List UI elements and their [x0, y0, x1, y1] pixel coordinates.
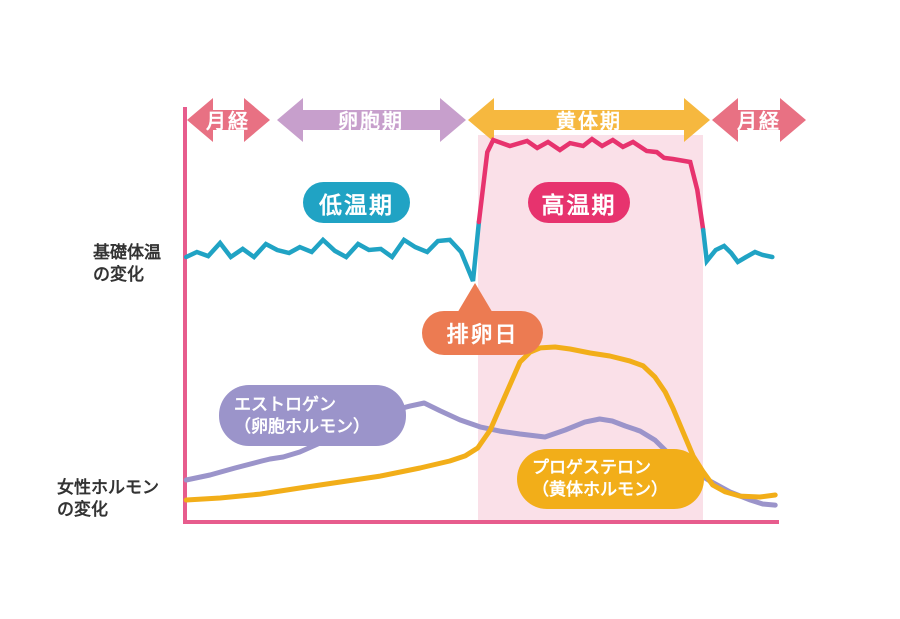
follicular-phase-arrow-label: 卵胞期	[338, 109, 404, 133]
menstruation-arrow-left-label: 月経	[205, 109, 250, 133]
menstruation-arrow-right	[712, 98, 806, 142]
luteal-phase-arrow	[468, 98, 710, 142]
temperature-axis-label: 基礎体温 の変化	[93, 243, 161, 285]
temperature-line-high-phase	[476, 136, 706, 233]
temperature-line-low-phase	[183, 219, 482, 282]
temperature-line-post-phase	[700, 227, 775, 267]
high-temp-badge: 高温期	[528, 182, 630, 223]
follicular-phase-arrow	[277, 98, 466, 142]
estrogen-legend-badge: エストロゲン （卵胞ホルモン）	[219, 385, 406, 446]
hormone-axis-label: 女性ホルモン の変化	[57, 478, 159, 520]
ovulation-callout-pointer	[456, 283, 494, 315]
menstruation-arrow-right-label: 月経	[736, 109, 781, 133]
luteal-phase-arrow-label: 黄体期	[556, 109, 622, 133]
ovulation-badge: 排卵日	[422, 311, 543, 355]
low-temp-badge: 低温期	[303, 182, 410, 223]
menstruation-arrow-left	[187, 98, 270, 142]
progesterone-legend-badge: プロゲステロン （黄体ホルモン）	[517, 449, 704, 509]
